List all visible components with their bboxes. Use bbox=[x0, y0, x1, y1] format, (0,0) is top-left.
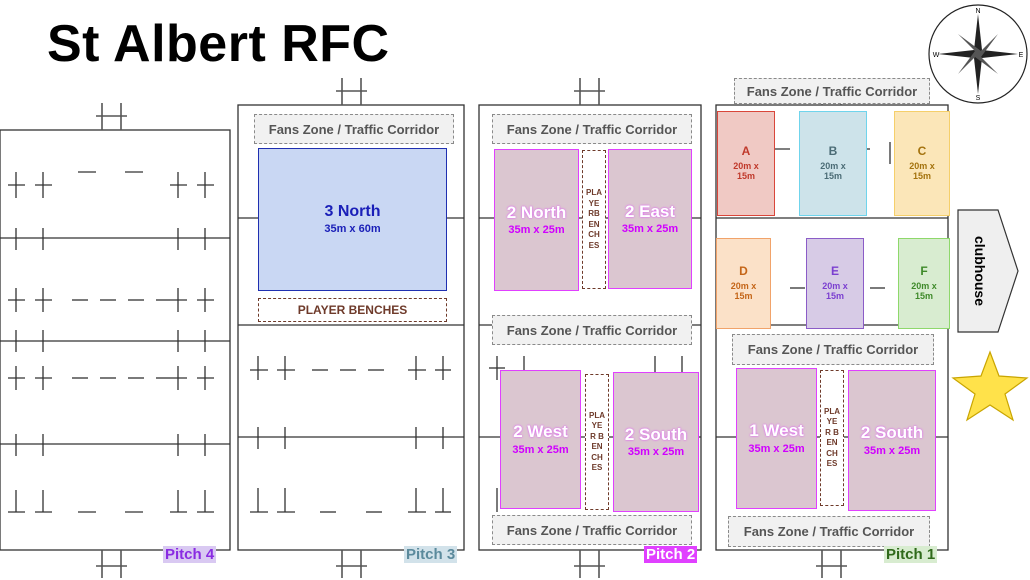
zone-name: 2 West bbox=[513, 422, 568, 442]
goal-post-p2-top bbox=[574, 78, 605, 105]
player-benches: PLAYERBENCHES bbox=[582, 150, 606, 289]
goal-post-p3-bottom bbox=[336, 550, 367, 578]
compass-n: N bbox=[975, 8, 980, 15]
zone-dims: 35m x 25m bbox=[863, 444, 921, 457]
pitch-3-outline bbox=[237, 104, 465, 551]
zone-c: C 20m x 15m bbox=[894, 111, 950, 216]
goal-post-p4-bottom bbox=[96, 550, 127, 578]
zone-name: 2 East bbox=[624, 201, 676, 221]
pitch-3-label: Pitch 3 bbox=[404, 546, 458, 563]
zone-dims: 35m x 25m bbox=[512, 443, 569, 456]
compass-icon bbox=[928, 4, 1028, 104]
player-benches: PLAYER BENCHES bbox=[585, 374, 609, 510]
fans-zone: Fans Zone / Traffic Corridor bbox=[492, 114, 692, 144]
zone-dims: 35m x 25m bbox=[627, 446, 685, 459]
zone-b: B 20m x 15m bbox=[799, 111, 867, 216]
zone-2-west: 2 West 35m x 25m bbox=[500, 370, 581, 509]
pitch-1-label: Pitch 1 bbox=[884, 546, 938, 563]
zone-f: F 20m x 15m bbox=[898, 238, 950, 329]
zone-2-east: 2 East 35m x 25m bbox=[608, 149, 692, 289]
goal-post-p1-bottom bbox=[816, 550, 847, 578]
compass-s: S bbox=[976, 95, 981, 102]
goal-post-p3-top bbox=[336, 78, 367, 105]
pitch-4-outline bbox=[0, 129, 231, 551]
player-benches: PLAYER BENCHES bbox=[258, 298, 447, 322]
zone-2-south: 2 South 35m x 25m bbox=[613, 372, 699, 512]
pitch-2-outline bbox=[478, 104, 702, 551]
pitch-4-label: Pitch 4 bbox=[163, 546, 217, 563]
goal-post-p2-bottom bbox=[574, 550, 605, 578]
clubhouse-arrow-icon bbox=[957, 209, 1019, 333]
zone-dims: 35m x 25m bbox=[621, 223, 679, 236]
goal-post-p4-top bbox=[96, 103, 127, 130]
fans-zone: Fans Zone / Traffic Corridor bbox=[732, 334, 934, 365]
zone-dims: 35m x 25m bbox=[748, 442, 805, 455]
zone-2-north: 2 North 35m x 25m bbox=[494, 149, 579, 291]
fans-zone: Fans Zone / Traffic Corridor bbox=[492, 315, 692, 345]
zone-e: E 20m x 15m bbox=[806, 238, 864, 329]
fans-zone: Fans Zone / Traffic Corridor bbox=[734, 78, 930, 104]
zone-dims: 35m x 60m bbox=[324, 223, 381, 236]
page-title: St Albert RFC bbox=[47, 15, 390, 73]
fans-zone: Fans Zone / Traffic Corridor bbox=[254, 114, 454, 144]
zone-d: D 20m x 15m bbox=[716, 238, 771, 329]
compass-e: E bbox=[1019, 52, 1024, 59]
star-icon bbox=[951, 350, 1029, 422]
zone-3-north: 3 North 35m x 60m bbox=[258, 148, 447, 291]
fans-zone: Fans Zone / Traffic Corridor bbox=[492, 515, 692, 545]
zone-a: A 20m x 15m bbox=[717, 111, 775, 216]
zone-name: 2 North bbox=[506, 202, 567, 222]
zone-name: 3 North bbox=[324, 202, 381, 220]
zone-name: 2 South bbox=[624, 424, 688, 444]
fans-zone: Fans Zone / Traffic Corridor bbox=[728, 516, 930, 547]
zone-1-west: 1 West 35m x 25m bbox=[736, 368, 817, 509]
pitch-2-label: Pitch 2 bbox=[644, 546, 698, 563]
player-benches: PLAYER BENCHES bbox=[820, 370, 844, 506]
compass-w: W bbox=[933, 52, 940, 59]
zone-name: 1 West bbox=[749, 421, 804, 441]
zone-1-south: 2 South 35m x 25m bbox=[848, 370, 936, 511]
zone-dims: 35m x 25m bbox=[508, 224, 565, 237]
clubhouse-label: clubhouse bbox=[972, 235, 989, 307]
zone-name: 2 South bbox=[860, 423, 924, 443]
